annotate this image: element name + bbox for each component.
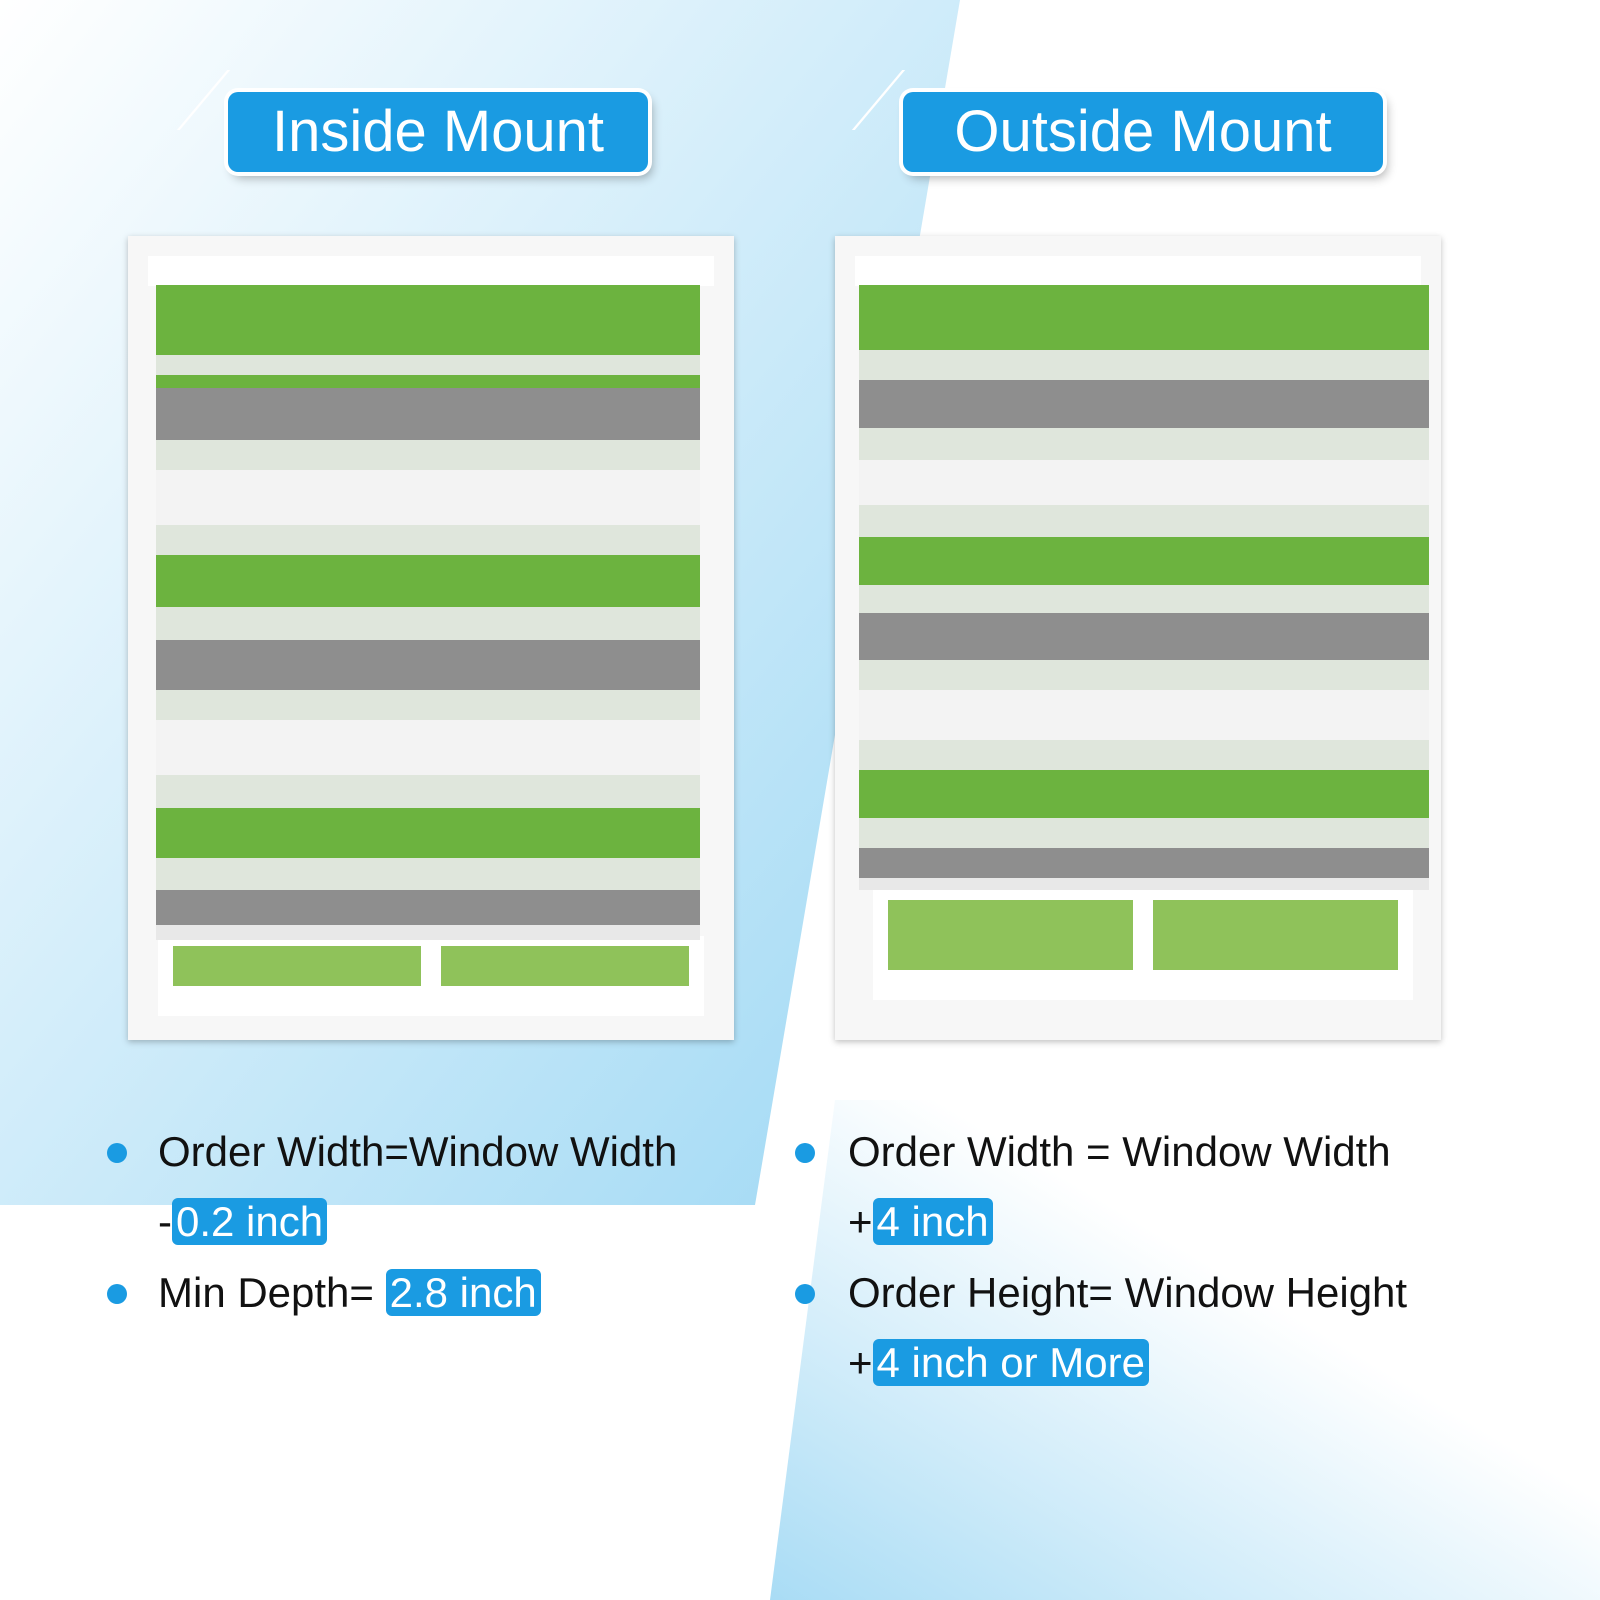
inside-width-rule: Order Width=Window Width -0.2 inch (158, 1117, 677, 1257)
rule-text: Order Width=Window Width (158, 1128, 678, 1175)
blind-stripe (156, 858, 700, 890)
rule-prefix: + (848, 1198, 873, 1245)
rule-text: Min Depth= (158, 1269, 386, 1316)
blind-stripe (156, 607, 700, 640)
blind-stripe (156, 775, 700, 808)
rule-highlight: 2.8 inch (385, 1269, 541, 1316)
blind-stripe (156, 440, 700, 470)
blind-stripe (859, 585, 1429, 613)
outside-mount-blind-image (835, 236, 1441, 1040)
blind-stripe (859, 350, 1429, 380)
window-pane (888, 900, 1133, 970)
blind-stripe (156, 720, 700, 775)
blind-stripe (859, 380, 1429, 428)
headrail (855, 256, 1421, 286)
blind-stripe (859, 690, 1429, 740)
blind-stripe (859, 660, 1429, 690)
blind-stripe (156, 808, 700, 858)
blind-stripe (156, 925, 700, 940)
blind-stripe (859, 740, 1429, 770)
bullet-icon (795, 1284, 815, 1304)
window-pane (441, 946, 689, 986)
headrail (148, 256, 714, 286)
bullet-icon (795, 1143, 815, 1163)
bullet-icon (107, 1284, 127, 1304)
blind-stripe (859, 505, 1429, 537)
rule-highlight: 4 inch (872, 1198, 993, 1245)
blind-stripe (156, 890, 700, 925)
blind-stripe (156, 375, 700, 388)
blind-stripe (859, 848, 1429, 878)
bullet-icon (107, 1143, 127, 1163)
outside-width-rule: Order Width = Window Width +4 inch (848, 1117, 1391, 1257)
blind-stripe (156, 388, 700, 440)
inside-mount-blind-image (128, 236, 734, 1040)
blind-stripe (859, 428, 1429, 460)
blind-stripe (156, 355, 700, 375)
blind-stripe (156, 555, 700, 607)
outside-mount-title: Outside Mount (903, 92, 1383, 172)
rule-prefix: + (848, 1339, 873, 1386)
rule-highlight: 0.2 inch (172, 1198, 328, 1245)
rule-highlight: 4 inch or More (872, 1339, 1149, 1386)
rule-prefix: - (158, 1198, 172, 1245)
blind-stripe (156, 640, 700, 690)
blind-stripe (859, 770, 1429, 818)
rule-text: Order Height= Window Height (848, 1269, 1408, 1316)
rule-text: Order Width = Window Width (848, 1128, 1391, 1175)
window-pane (173, 946, 421, 986)
blind-stripe (859, 285, 1429, 350)
blind-stripe (859, 818, 1429, 848)
blind-stripe (859, 460, 1429, 505)
blind-stripe (156, 470, 700, 525)
blind-stripe (156, 525, 700, 555)
blind-stripe (859, 878, 1429, 890)
inside-depth-rule: Min Depth= 2.8 inch (158, 1258, 541, 1328)
outside-height-rule: Order Height= Window Height +4 inch or Mo… (848, 1258, 1407, 1398)
blind-stripe (156, 285, 700, 355)
inside-mount-title: Inside Mount (228, 92, 648, 172)
blind-stripe (859, 613, 1429, 660)
blind-stripe (156, 690, 700, 720)
window-pane (1153, 900, 1398, 970)
blind-stripe (859, 537, 1429, 585)
